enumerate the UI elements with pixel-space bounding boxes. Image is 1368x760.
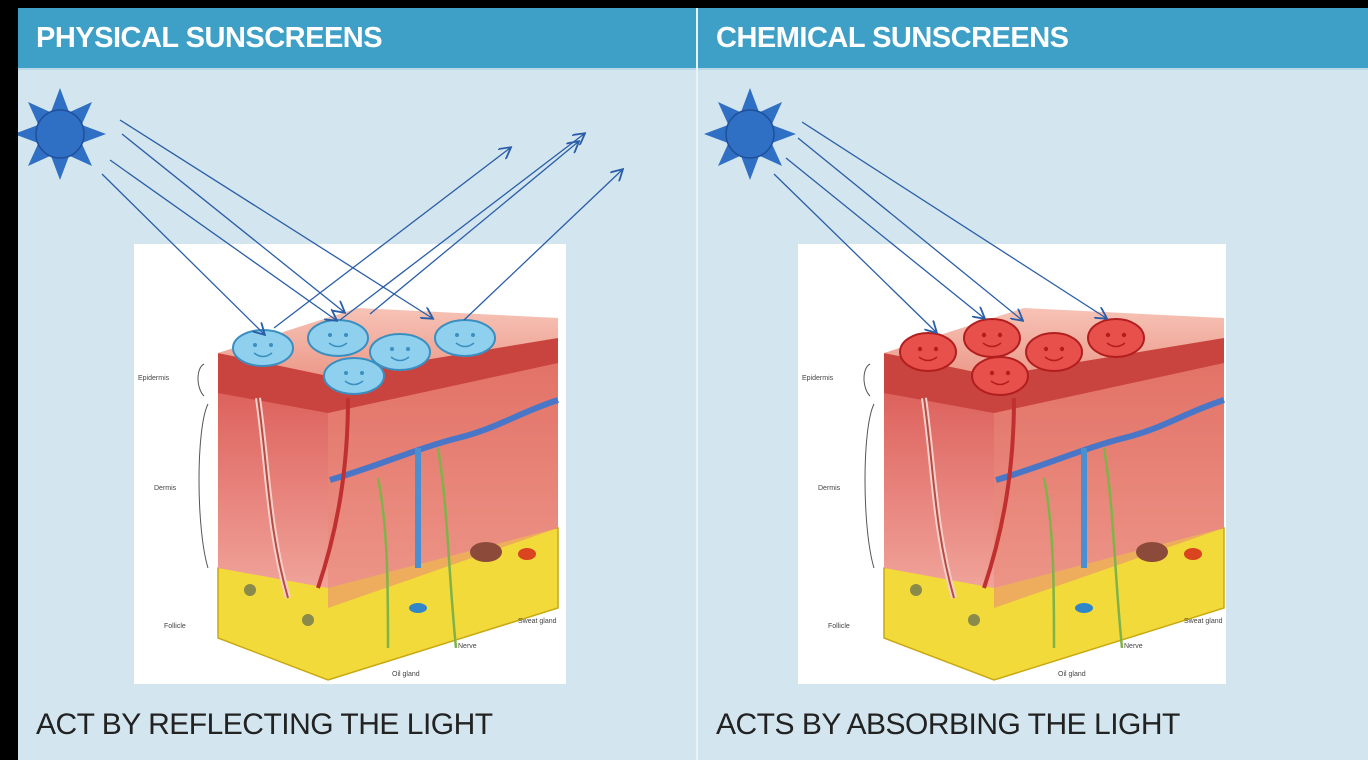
physical-diagram: Epidermis Dermis Follicle Sweat gland Ne… <box>18 8 696 760</box>
label-dermis: Dermis <box>154 485 177 492</box>
chemical-caption: ACTS BY ABSORBING THE LIGHT <box>716 708 1180 742</box>
physical-panel: PHYSICAL SUNSCREENS <box>18 8 696 760</box>
label-dermis: Dermis <box>818 485 841 492</box>
chemical-panel: CHEMICAL SUNSCREENS <box>698 8 1368 760</box>
sun-icon <box>18 88 106 180</box>
label-epidermis: Epidermis <box>802 375 834 382</box>
sun-icon <box>704 88 796 180</box>
label-nerve: Nerve <box>458 643 477 650</box>
chemical-diagram: Epidermis Dermis Follicle Sweat gland Ne… <box>698 8 1368 760</box>
label-follicle: Follicle <box>828 623 850 630</box>
label-oil-gland: Oil gland <box>392 671 420 678</box>
label-nerve: Nerve <box>1124 643 1143 650</box>
label-epidermis: Epidermis <box>138 375 170 382</box>
physical-caption: ACT BY REFLECTING THE LIGHT <box>36 708 493 742</box>
slide: PHYSICAL SUNSCREENS <box>18 8 1368 760</box>
label-follicle: Follicle <box>164 623 186 630</box>
label-sweat-gland: Sweat gland <box>1184 618 1223 625</box>
label-sweat-gland: Sweat gland <box>518 618 557 625</box>
label-oil-gland: Oil gland <box>1058 671 1086 678</box>
